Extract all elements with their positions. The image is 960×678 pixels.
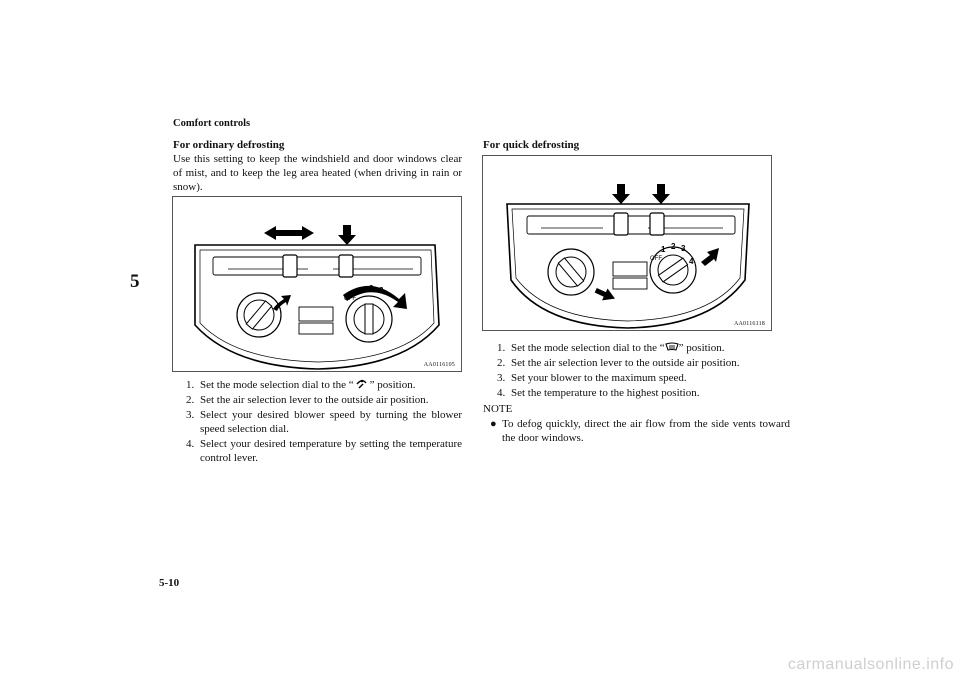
right-heading: For quick defrosting [483, 139, 580, 151]
watermark: carmanualsonline.info [787, 656, 954, 673]
dial-off-label: OFF [650, 256, 662, 262]
figure-code: AA0116105 [423, 362, 455, 368]
note-body: ● To defog quickly, direct the air flow … [483, 417, 790, 445]
left-step-3: 3.Select your desired blower speed by tu… [186, 409, 462, 435]
right-step-1: 1. Set the mode selection dial to the “”… [497, 342, 725, 354]
defrost-mode-icon [664, 342, 679, 351]
chapter-tab: 5 [130, 271, 140, 292]
dial-speed-4: 4 [689, 257, 694, 266]
section-header: Comfort controls [173, 118, 251, 129]
note-text: To defog quickly, direct the air flow fr… [502, 418, 790, 444]
dial-off-label: OFF [344, 296, 356, 302]
right-step-2: 2.Set the air selection lever to the out… [497, 357, 740, 369]
figure-quick-defrost: OFF 1 2 3 4 AA0116118 [482, 155, 772, 331]
right-steps: 1. Set the mode selection dial to the “”… [497, 341, 771, 401]
left-step-2: 2.Set the air selection lever to the out… [186, 394, 429, 406]
left-intro: Use this setting to keep the windshield … [173, 153, 462, 193]
dial-speed-2: 2 [671, 242, 676, 251]
control-panel-illustration: OFF 1 2 3 [194, 225, 440, 370]
floor-defrost-mode-icon [356, 379, 367, 389]
right-step-3: 3.Set your blower to the maximum speed. [497, 372, 687, 384]
left-step-4: 4.Select your desired temperature by set… [186, 438, 462, 464]
left-step-1: 1. Set the mode selection dial to the “”… [186, 379, 416, 391]
dial-speed-1: 1 [661, 245, 666, 254]
right-step-4: 4.Set the temperature to the highest pos… [497, 387, 700, 399]
figure-ordinary-defrost: OFF 1 2 3 AA0116105 [172, 196, 462, 372]
figure-code: AA0116118 [733, 321, 765, 327]
left-steps: 1. Set the mode selection dial to the “”… [186, 378, 462, 466]
note-label: NOTE [483, 403, 513, 415]
dial-speed-3: 3 [681, 244, 686, 253]
page-number: 5-10 [159, 577, 180, 589]
bullet-icon: ● [490, 418, 497, 430]
control-panel-illustration-quick: OFF 1 2 3 4 [506, 184, 750, 329]
left-heading: For ordinary defrosting [173, 139, 285, 151]
